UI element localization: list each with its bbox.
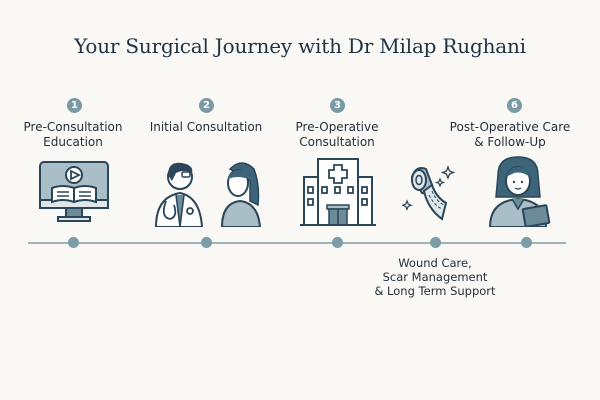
monitor-book-video-icon bbox=[39, 161, 109, 222]
step-3-label: Pre-Operative Consultation bbox=[277, 120, 397, 150]
step-3-label-line-2: Consultation bbox=[299, 135, 375, 149]
nurse-clipboard-icon bbox=[488, 156, 551, 227]
step-6-label: Post-Operative Care & Follow-Up bbox=[445, 120, 575, 150]
step-1-label-line-1: Pre-Consultation bbox=[23, 120, 123, 134]
step-4-label-line-2: Scar Management bbox=[382, 270, 488, 284]
step-3-label-line-1: Pre-Operative bbox=[295, 120, 379, 134]
hospital-icon bbox=[300, 158, 376, 226]
bandage-roll-icon bbox=[402, 165, 456, 221]
step-6-number-badge: 6 bbox=[507, 98, 522, 113]
step-2-number-badge: 2 bbox=[199, 98, 214, 113]
page-title: Your Surgical Journey with Dr Milap Rugh… bbox=[74, 34, 526, 58]
step-2-label: Initial Consultation bbox=[146, 120, 266, 135]
step-4-label-line-1: Wound Care, bbox=[398, 256, 472, 270]
timeline-dot-step-4 bbox=[430, 237, 441, 248]
step-3-number-badge: 3 bbox=[330, 98, 345, 113]
step-4-label-line-3: & Long Term Support bbox=[374, 284, 496, 298]
step-2-label-line-1: Initial Consultation bbox=[149, 120, 263, 134]
step-6-label-line-2: & Follow-Up bbox=[474, 135, 546, 149]
step-1-label: Pre-Consultation Education bbox=[13, 120, 133, 150]
doctor-patient-icon bbox=[154, 162, 262, 227]
timeline-dot-step-1 bbox=[68, 237, 79, 248]
timeline-dot-step-2 bbox=[201, 237, 212, 248]
timeline-line bbox=[28, 242, 566, 244]
step-1-number-badge: 1 bbox=[67, 98, 82, 113]
timeline-dot-step-3 bbox=[332, 237, 343, 248]
timeline-dot-step-6 bbox=[521, 237, 532, 248]
step-1-label-line-2: Education bbox=[43, 135, 103, 149]
step-6-label-line-1: Post-Operative Care bbox=[449, 120, 571, 134]
step-4-label: Wound Care, Scar Management & Long Term … bbox=[370, 256, 500, 298]
